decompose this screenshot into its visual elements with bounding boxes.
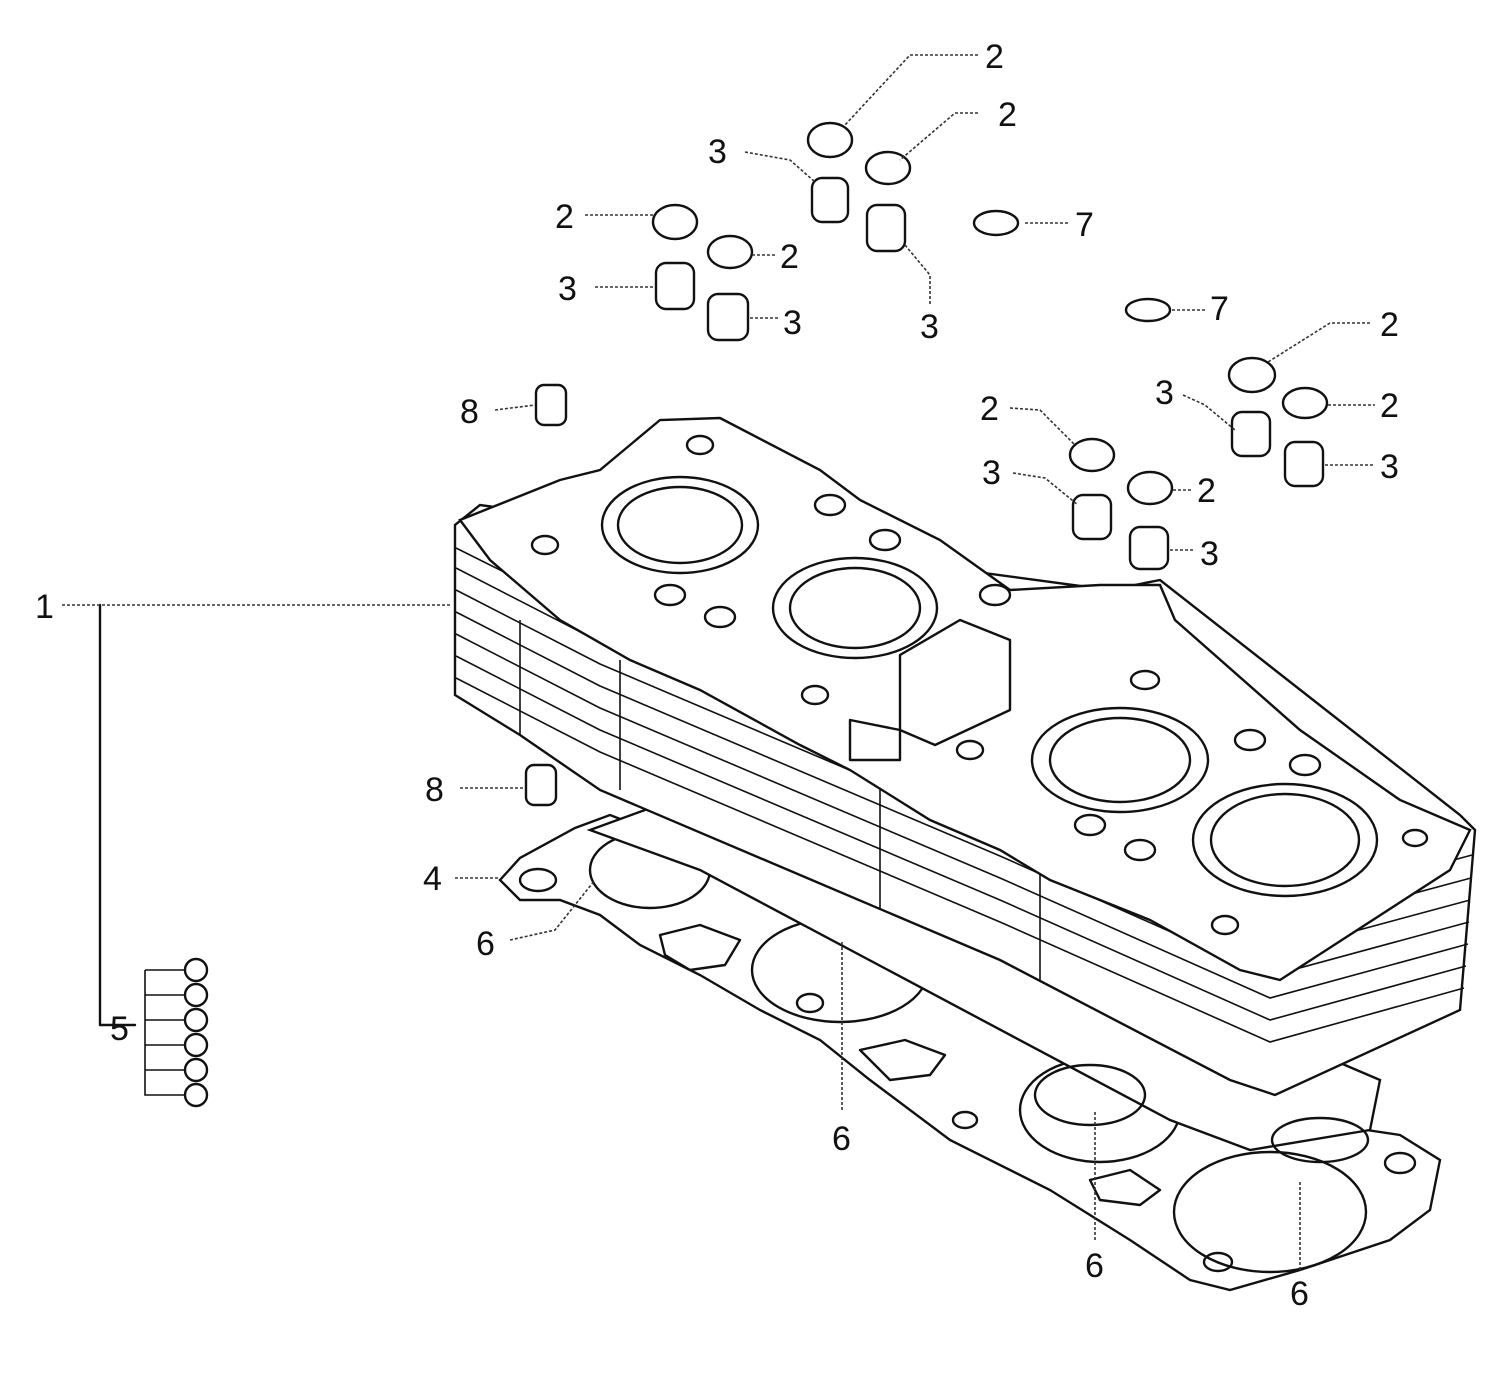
callout-2: 2 (555, 198, 574, 236)
callout-5: 5 (110, 1010, 129, 1048)
callout-8: 8 (460, 393, 479, 431)
callout-2: 2 (1197, 472, 1216, 510)
callout-6: 6 (1085, 1247, 1104, 1285)
callout-6: 6 (476, 925, 495, 963)
callout-1: 1 (35, 588, 54, 626)
shims-part-2 (651, 121, 1329, 506)
leader-lines (62, 54, 1375, 1270)
dowels-part-3 (654, 176, 1325, 571)
callout-3: 3 (1380, 448, 1399, 486)
callout-6: 6 (832, 1120, 851, 1158)
callout-7: 7 (1075, 206, 1094, 244)
callout-3: 3 (1200, 535, 1219, 573)
callout-3: 3 (708, 133, 727, 171)
o-rings-part-7 (972, 209, 1172, 323)
cylinder-block (453, 416, 1477, 1164)
pins-part-8 (524, 383, 568, 807)
callout-2: 2 (980, 390, 999, 428)
callout-2: 2 (1380, 306, 1399, 344)
callout-6: 6 (1290, 1275, 1309, 1313)
callout-3: 3 (920, 308, 939, 346)
callout-2: 2 (1380, 387, 1399, 425)
ring-set-part-5 (98, 603, 209, 1108)
callout-labels: 2 2 3 2 2 7 3 3 3 7 2 3 2 8 2 3 3 2 3 1 … (35, 38, 1399, 1313)
callout-8: 8 (425, 771, 444, 809)
callout-3: 3 (982, 454, 1001, 492)
callout-7: 7 (1210, 290, 1229, 328)
callout-2: 2 (985, 38, 1004, 76)
callout-3: 3 (783, 304, 802, 342)
callout-2: 2 (998, 96, 1017, 134)
callout-2: 2 (780, 238, 799, 276)
callout-3: 3 (558, 270, 577, 308)
callout-4: 4 (423, 860, 442, 898)
callout-3: 3 (1155, 374, 1174, 412)
